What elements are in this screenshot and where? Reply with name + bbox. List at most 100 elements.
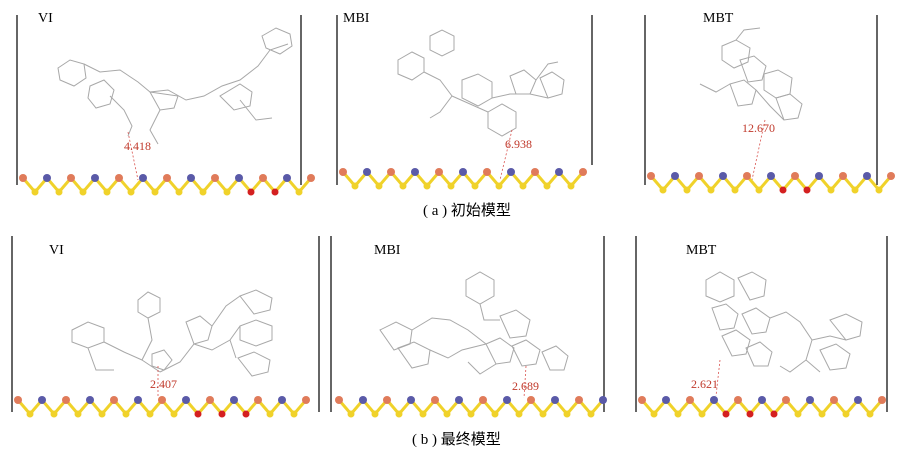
substrate-atom bbox=[755, 186, 763, 194]
panel-a-mbt: MBT 12.670 bbox=[644, 11, 895, 194]
substrate-atom bbox=[194, 410, 202, 418]
panel-label: MBI bbox=[374, 243, 401, 258]
substrate-atom bbox=[587, 410, 595, 418]
substrate-atom bbox=[423, 182, 431, 190]
substrate-atom bbox=[539, 410, 547, 418]
distance-label: 2.407 bbox=[150, 377, 177, 391]
caption-a: ( a ) 初始模型 bbox=[423, 202, 511, 219]
substrate-atom bbox=[443, 410, 451, 418]
substrate-atom bbox=[271, 188, 279, 196]
substrate-atom bbox=[295, 188, 303, 196]
substrate-atom bbox=[794, 410, 802, 418]
substrate-atom bbox=[483, 168, 491, 176]
substrate-atom bbox=[710, 396, 718, 404]
substrate-atom bbox=[599, 396, 607, 404]
substrate-atom bbox=[395, 410, 403, 418]
substrate-atom bbox=[127, 188, 135, 196]
distance-line bbox=[127, 131, 139, 181]
substrate-atom bbox=[211, 174, 219, 182]
caption-b: ( b ) 最终模型 bbox=[412, 431, 501, 448]
substrate-atom bbox=[431, 396, 439, 404]
substrate-atom bbox=[151, 188, 159, 196]
substrate-atom bbox=[134, 396, 142, 404]
substrate-atom bbox=[555, 168, 563, 176]
substrate-atom bbox=[347, 410, 355, 418]
substrate-atom bbox=[387, 168, 395, 176]
substrate-atom bbox=[31, 188, 39, 196]
substrate-atom bbox=[230, 396, 238, 404]
panel-label: MBT bbox=[686, 243, 717, 258]
substrate-atom bbox=[707, 186, 715, 194]
substrate-atom bbox=[495, 182, 503, 190]
substrate-atom bbox=[14, 396, 22, 404]
substrate-atom bbox=[875, 186, 883, 194]
substrate-atom bbox=[435, 168, 443, 176]
substrate-atom bbox=[455, 396, 463, 404]
substrate-atom bbox=[806, 396, 814, 404]
substrate-atom bbox=[242, 410, 250, 418]
panel-label: VI bbox=[38, 11, 53, 26]
substrate-atom bbox=[842, 410, 850, 418]
substrate-atom bbox=[79, 188, 87, 196]
substrate-atom bbox=[683, 186, 691, 194]
substrate-atom bbox=[139, 174, 147, 182]
molecule-mbi-final bbox=[379, 271, 569, 375]
substrate-atom bbox=[503, 396, 511, 404]
substrate-atom bbox=[110, 396, 118, 404]
substrate-atom bbox=[223, 188, 231, 196]
substrate-atom bbox=[206, 396, 214, 404]
substrate-a1 bbox=[19, 174, 315, 196]
substrate-atom bbox=[479, 396, 487, 404]
substrate-atom bbox=[638, 396, 646, 404]
distance-label: 2.621 bbox=[691, 377, 718, 391]
substrate-atom bbox=[782, 396, 790, 404]
substrate-atom bbox=[839, 172, 847, 180]
substrate-atom bbox=[91, 174, 99, 182]
substrate-atom bbox=[419, 410, 427, 418]
substrate-atom bbox=[447, 182, 455, 190]
substrate-atom bbox=[335, 396, 343, 404]
substrate-atom bbox=[103, 188, 111, 196]
distance-label: 6.938 bbox=[505, 137, 532, 151]
substrate-atom bbox=[878, 396, 886, 404]
substrate-atom bbox=[575, 396, 583, 404]
substrate-atom bbox=[543, 182, 551, 190]
panel-label: MBI bbox=[343, 11, 370, 26]
substrate-atom bbox=[515, 410, 523, 418]
substrate-atom bbox=[803, 186, 811, 194]
substrate-atom bbox=[818, 410, 826, 418]
substrate-atom bbox=[371, 410, 379, 418]
substrate-atom bbox=[302, 396, 310, 404]
distance-label: 4.418 bbox=[124, 139, 151, 153]
distance-label: 12.670 bbox=[742, 121, 775, 135]
substrate-atom bbox=[235, 174, 243, 182]
substrate-atom bbox=[307, 174, 315, 182]
substrate-atom bbox=[411, 168, 419, 176]
substrate-atom bbox=[175, 188, 183, 196]
substrate-atom bbox=[887, 172, 895, 180]
substrate-atom bbox=[399, 182, 407, 190]
substrate-atom bbox=[695, 172, 703, 180]
substrate-atom bbox=[259, 174, 267, 182]
substrate-atom bbox=[98, 410, 106, 418]
substrate-atom bbox=[266, 410, 274, 418]
substrate-atom bbox=[187, 174, 195, 182]
substrate-atom bbox=[26, 410, 34, 418]
substrate-atom bbox=[339, 168, 347, 176]
substrate-atom bbox=[254, 396, 262, 404]
substrate-atom bbox=[163, 174, 171, 182]
substrate-atom bbox=[671, 172, 679, 180]
distance-label: 2.689 bbox=[512, 379, 539, 393]
substrate-atom bbox=[698, 410, 706, 418]
substrate-atom bbox=[407, 396, 415, 404]
substrate-atom bbox=[579, 168, 587, 176]
substrate-atom bbox=[115, 174, 123, 182]
substrate-atom bbox=[567, 182, 575, 190]
panel-label: VI bbox=[49, 243, 64, 258]
panel-a-mbi: MBI 6.938 bbox=[336, 11, 593, 190]
molecule-mbt bbox=[699, 27, 803, 121]
substrate-atom bbox=[647, 172, 655, 180]
substrate-a2 bbox=[339, 168, 587, 190]
molecule-mbt-final bbox=[705, 271, 863, 373]
